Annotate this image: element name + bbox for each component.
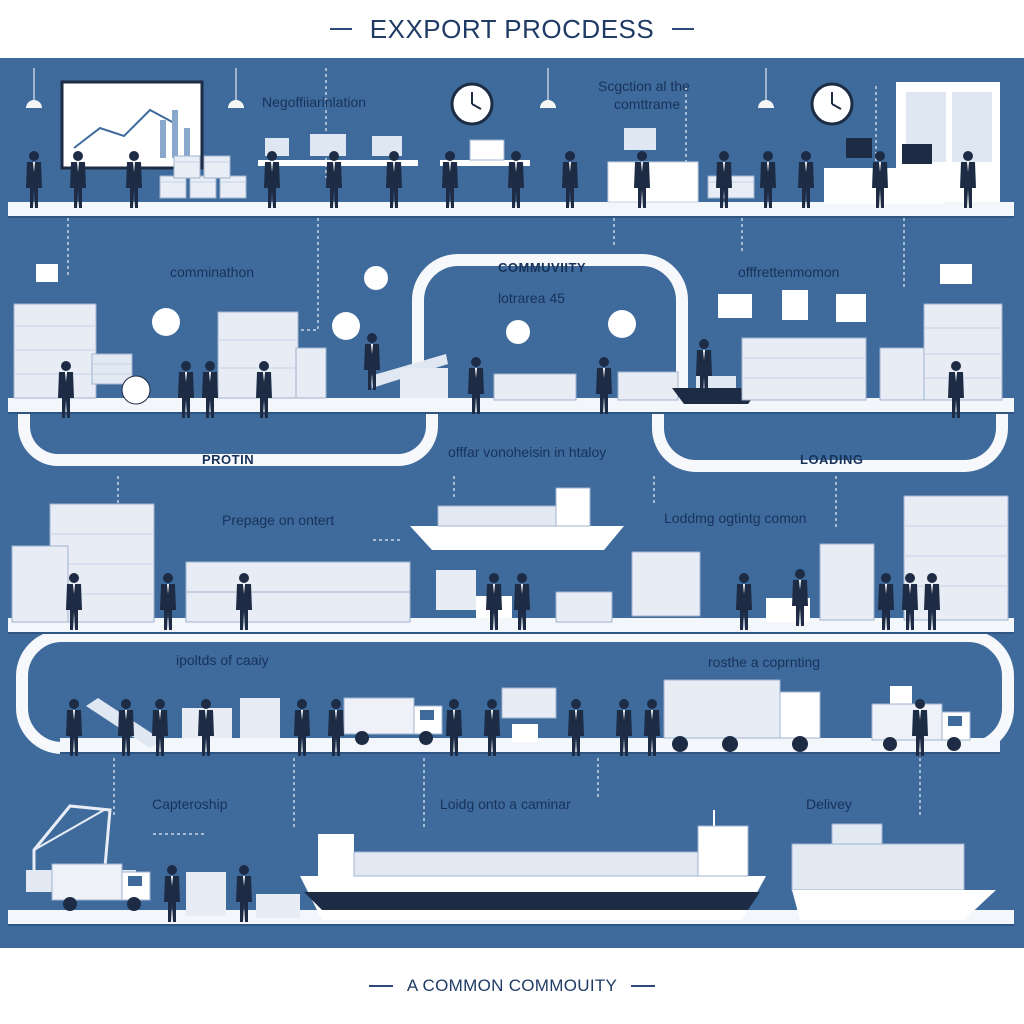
label-attenmomon: offfrettenmomon — [738, 264, 840, 280]
label-selection-line2: comttrame — [614, 96, 681, 112]
label-ipoltds: ipoltds of caaiy — [176, 652, 269, 668]
label-protin: PROTIN — [202, 452, 255, 467]
label-rosthe: rosthe a coprnting — [708, 654, 821, 670]
label-capteroship: Capteroship — [152, 796, 228, 812]
title-dash-right — [672, 28, 695, 30]
label-negotiation: Negoffiiarinlation — [262, 94, 367, 110]
title-bar: EXXPORT PROCDESS — [0, 0, 1024, 58]
label-commination: comminathon — [170, 264, 255, 280]
shelf-row-1 — [8, 202, 1014, 216]
label-prepage: Prepage on ontert — [222, 512, 335, 528]
process-illustration — [11, 67, 1009, 922]
row1-scene — [25, 67, 1000, 208]
label-lounge: lotrarea 45 — [498, 290, 565, 306]
page-title: EXXPORT PROCDESS — [369, 13, 655, 44]
label-selection-line1: Scgction al the — [598, 78, 690, 94]
row5-scene — [26, 804, 996, 922]
footer-caption: A COMMON COMMOUITY — [406, 976, 618, 995]
shelf-row-2 — [8, 398, 1014, 412]
label-community: COMMUVIITY — [498, 260, 587, 275]
process-panel: Negoffiiarinlation Scgction al the comtt… — [0, 58, 1024, 948]
label-loading-ogning: Loddmg ogtintg comon — [664, 510, 807, 526]
label-loading: LOADING — [800, 452, 864, 467]
label-offar: offfar vonoheisin in htaloy — [448, 444, 607, 460]
footer-dash-left — [368, 985, 393, 987]
footer-bar: A COMMON COMMOUITY — [0, 948, 1024, 1024]
row4-scene — [66, 679, 971, 756]
row3-scene — [11, 487, 1009, 630]
label-loidg: Loidg onto a caminar — [440, 796, 571, 812]
footer-dash-right — [631, 985, 656, 987]
shelf-row-4 — [60, 738, 1000, 752]
label-delivery: Delivey — [806, 796, 852, 812]
row2-scene — [13, 264, 1003, 418]
title-dash-left — [329, 28, 352, 30]
